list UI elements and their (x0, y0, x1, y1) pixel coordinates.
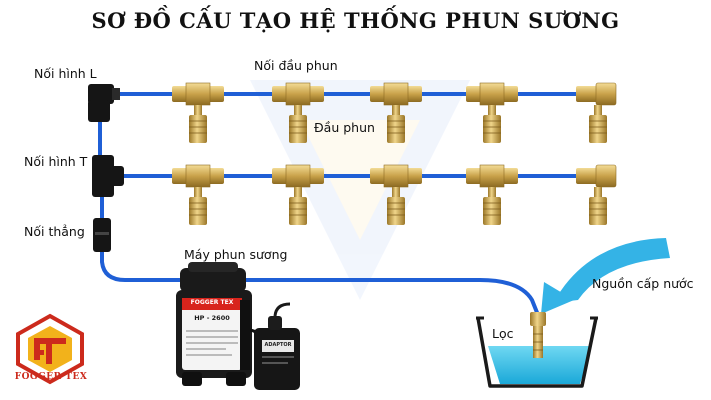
end-cap-unit-r1 (576, 82, 617, 143)
pump-adapter (254, 302, 300, 390)
label-water-source: Nguồn cấp nước (592, 276, 694, 291)
nozzle-unit-r1-2 (272, 82, 324, 143)
label-filter: Lọc (492, 326, 514, 341)
misting-pump (176, 262, 262, 386)
nozzle-unit-r1-4 (466, 82, 518, 143)
label-l-fitting: Nối hình L (34, 66, 97, 81)
watermark (250, 80, 470, 300)
nozzle-unit-r2-4 (466, 164, 518, 225)
filter-tank (476, 316, 598, 388)
nozzle-unit-r2-1 (172, 164, 224, 225)
pump-model-text: HP - 2600 (194, 314, 230, 322)
fogger-tex-logo (16, 313, 84, 385)
filter-inlet-fitting (530, 312, 546, 358)
label-pump: Máy phun sương (184, 247, 288, 262)
pump-brand-text: FOGGER TEX (190, 299, 234, 306)
nozzle-unit-r1-1 (172, 82, 224, 143)
nozzle-row-2 (172, 164, 617, 225)
label-nozzle: Đầu phun (314, 120, 375, 135)
nozzle-unit-r2-2 (272, 164, 324, 225)
end-cap-unit-r2 (576, 164, 617, 225)
t-fitting (92, 155, 124, 197)
l-fitting (88, 84, 120, 122)
nozzle-row-1 (172, 82, 617, 143)
straight-fitting (93, 218, 111, 252)
label-nozzle-connector: Nối đầu phun (254, 58, 338, 73)
adapter-label-text: ADAPTOR (264, 342, 292, 348)
nozzle-unit-r1-3 (370, 82, 422, 143)
pipe-to-filter (100, 246, 540, 317)
logo-brand-text: FOGGER TEX (14, 372, 88, 382)
water-source-arrow (541, 238, 670, 314)
diagram-title: SƠ ĐỒ CẤU TẠO HỆ THỐNG PHUN SƯƠNG (91, 8, 620, 33)
label-straight-fitting: Nối thẳng (24, 224, 85, 239)
label-t-fitting: Nối hình T (24, 154, 88, 169)
nozzle-unit-r2-3 (370, 164, 422, 225)
